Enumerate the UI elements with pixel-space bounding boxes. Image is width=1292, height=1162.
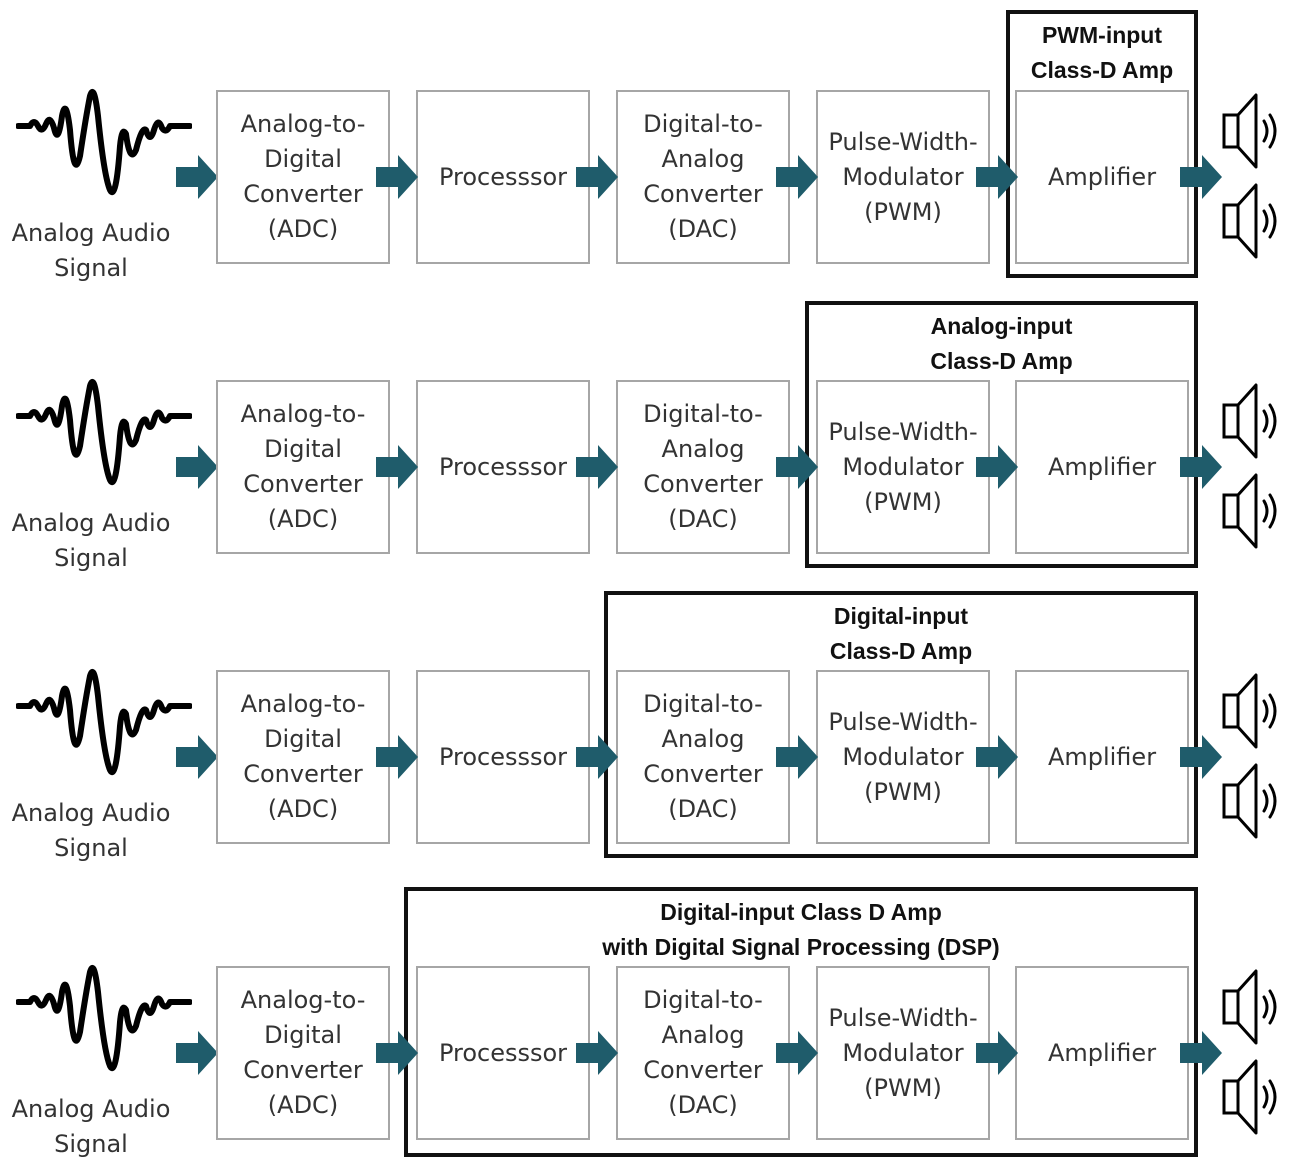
flow-arrow (976, 155, 1018, 199)
speaker-icon (1222, 1059, 1277, 1135)
dac-block: Digital-to- Analog Converter (DAC) (616, 380, 790, 554)
output-arrow (1180, 445, 1222, 489)
input-arrow (176, 445, 218, 489)
flow-arrow (976, 1031, 1018, 1075)
flow-arrow (576, 445, 618, 489)
pwm-block: Pulse-Width- Modulator (PWM) (816, 90, 990, 264)
class-d-amp-group: Analog-input Class-D Amp (805, 301, 1198, 568)
group-title: Analog-input Class-D Amp (930, 313, 1073, 374)
group-title: Digital-input Class-D Amp (829, 603, 973, 664)
class-d-amp-group: Digital-input Class D Amp with Digital S… (404, 887, 1198, 1157)
flow-arrow (576, 1031, 618, 1075)
class-d-amp-group: PWM-input Class-D Amp (1006, 10, 1198, 278)
signal-label: Analog Audio Signal (11, 219, 171, 282)
speaker-icon (1222, 473, 1277, 549)
amplifier-block: Amplifier (1015, 966, 1189, 1140)
dac-block: Digital-to- Analog Converter (DAC) (616, 966, 790, 1140)
signal-label: Analog Audio Signal (11, 1095, 171, 1158)
adc-block: Analog-to- Digital Converter (ADC) (216, 380, 390, 554)
processor-block: Processsor (416, 670, 590, 844)
group-title: PWM-input Class-D Amp (1030, 22, 1174, 83)
flow-arrow (776, 735, 818, 779)
input-arrow (176, 155, 218, 199)
pwm-block: Pulse-Width- Modulator (PWM) (816, 966, 990, 1140)
dac-block: Digital-to- Analog Converter (DAC) (616, 670, 790, 844)
amplifier-block: Amplifier (1015, 670, 1189, 844)
flow-arrow (376, 155, 418, 199)
speaker-icon (1222, 969, 1277, 1045)
adc-block: Analog-to- Digital Converter (ADC) (216, 966, 390, 1140)
flow-arrow (776, 1031, 818, 1075)
speaker-icon (1222, 93, 1277, 169)
adc-block: Analog-to- Digital Converter (ADC) (216, 670, 390, 844)
amplifier-block: Amplifier (1015, 90, 1189, 264)
speaker-icon (1222, 673, 1277, 749)
speaker-icon (1222, 183, 1277, 259)
flow-arrow (376, 735, 418, 779)
input-arrow (176, 1031, 218, 1075)
group-title: Digital-input Class D Amp with Digital S… (602, 899, 1000, 960)
output-arrow (1180, 155, 1222, 199)
class-d-amp-group: Digital-input Class-D Amp (604, 591, 1198, 858)
processor-block: Processsor (416, 90, 590, 264)
flow-arrow (976, 445, 1018, 489)
pwm-block: Pulse-Width- Modulator (PWM) (816, 380, 990, 554)
flow-arrow (576, 155, 618, 199)
flow-arrow (576, 735, 618, 779)
processor-block: Processsor (416, 380, 590, 554)
output-arrow (1180, 735, 1222, 779)
waveform-icon (16, 379, 192, 485)
input-arrow (176, 735, 218, 779)
flow-arrow (776, 445, 818, 489)
flow-arrow (976, 735, 1018, 779)
amplifier-block: Amplifier (1015, 380, 1189, 554)
flow-arrow (376, 1031, 418, 1075)
dac-block: Digital-to- Analog Converter (DAC) (616, 90, 790, 264)
waveform-icon (16, 965, 192, 1071)
signal-label: Analog Audio Signal (11, 799, 171, 862)
waveform-icon (16, 89, 192, 195)
processor-block: Processsor (416, 966, 590, 1140)
adc-block: Analog-to- Digital Converter (ADC) (216, 90, 390, 264)
flow-arrow (776, 155, 818, 199)
waveform-icon (16, 669, 192, 775)
pwm-block: Pulse-Width- Modulator (PWM) (816, 670, 990, 844)
output-arrow (1180, 1031, 1222, 1075)
speaker-icon (1222, 383, 1277, 459)
speaker-icon (1222, 763, 1277, 839)
signal-label: Analog Audio Signal (11, 509, 171, 572)
flow-arrow (376, 445, 418, 489)
